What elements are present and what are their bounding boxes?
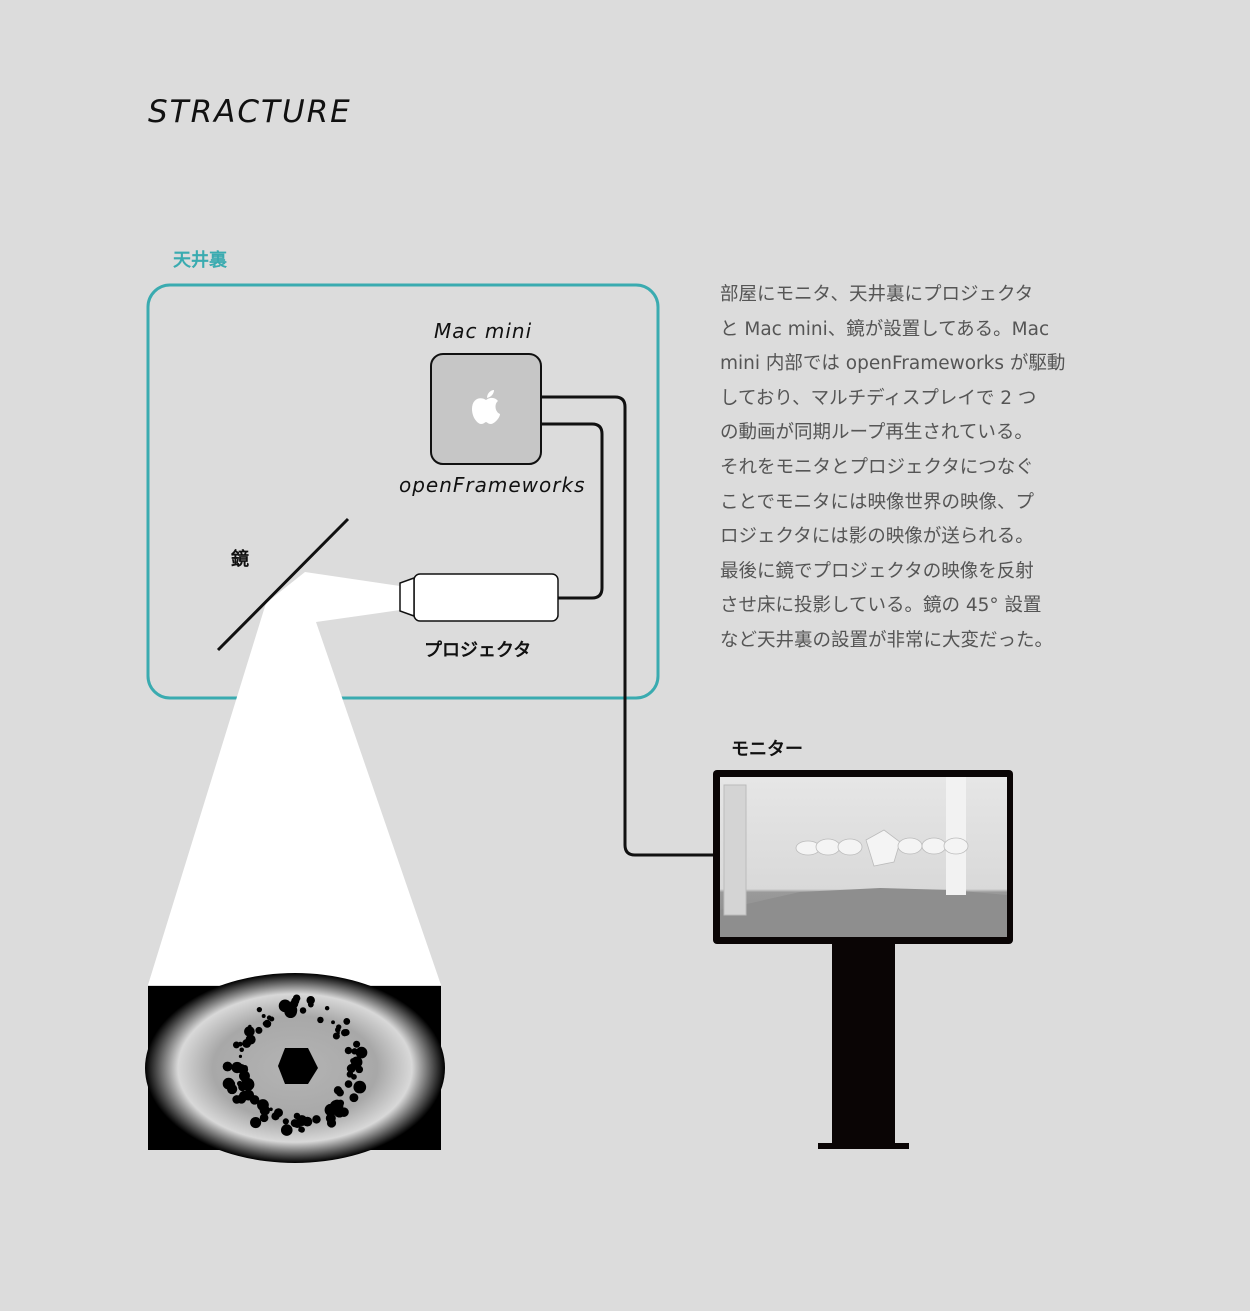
- openframeworks-label: openFrameworks: [399, 473, 586, 497]
- description-line: 最後に鏡でプロジェクタの映像を反射: [720, 560, 1034, 582]
- shadow-dot: [222, 1061, 233, 1072]
- shadow-dot: [236, 1064, 247, 1074]
- shadow-dot: [331, 1020, 335, 1025]
- page-title: STRACTURE: [148, 94, 352, 130]
- shadow-dot: [306, 996, 315, 1005]
- description-line: と Mac mini、鏡が設置してある。Mac: [720, 318, 1050, 340]
- description-line: など天井裏の設置が非常に大変だった。: [720, 629, 1054, 651]
- floating-sculpture: [795, 829, 969, 867]
- shadow-dot: [312, 1115, 321, 1124]
- shadow-dot: [280, 1124, 293, 1136]
- mirror: [216, 517, 350, 652]
- shadow-dot: [317, 1016, 324, 1024]
- shadow-dot: [324, 1103, 337, 1117]
- description-line: ことでモニタには映像世界の映像、プ: [720, 491, 1034, 513]
- shadow-dot: [242, 1039, 252, 1048]
- shadow-dot: [256, 1006, 263, 1013]
- shadow-dot: [227, 1083, 238, 1095]
- shadow-dot: [351, 1048, 358, 1055]
- apple-icon: [472, 390, 500, 424]
- shadow-dot: [355, 1046, 368, 1059]
- mac-mini-label: Mac mini: [434, 319, 533, 343]
- shadow-dot: [351, 1073, 357, 1080]
- shadow-dot: [238, 1054, 243, 1059]
- shadow-dot: [259, 1113, 269, 1123]
- shadow-dot: [344, 1046, 353, 1055]
- shadow-dot: [353, 1040, 361, 1048]
- shadow-dot: [232, 1041, 240, 1049]
- shadow-dot: [351, 1095, 358, 1102]
- shadow-dot: [239, 1047, 244, 1053]
- hexagon-shadow: [278, 1048, 318, 1084]
- shadow-dot: [324, 1005, 330, 1011]
- description-line: しており、マルチディスプレイで 2 つ: [720, 387, 1037, 409]
- monitor-stand: [832, 940, 895, 1145]
- description: 部屋にモニタ、天井裏にプロジェクタ と Mac mini、鏡が設置してある。Ma…: [720, 278, 1065, 659]
- shadow-dot: [232, 1095, 242, 1104]
- shadow-dot: [292, 994, 301, 1002]
- shadow-dot: [288, 1002, 297, 1011]
- description-line: 部屋にモニタ、天井裏にプロジェクタ: [720, 284, 1034, 305]
- shadow-dot: [250, 1116, 262, 1129]
- ceiling-label: 天井裏: [173, 250, 227, 271]
- shadow-dots: [222, 994, 368, 1136]
- description-line: ロジェクタには影の映像が送られる。: [720, 526, 1034, 548]
- projector-lens: [399, 576, 415, 618]
- description-line: mini 内部では openFrameworks が駆動: [720, 353, 1066, 375]
- shadow-dot: [335, 1027, 341, 1033]
- shadow-dot: [269, 1107, 273, 1112]
- shadow-dot: [269, 1016, 275, 1022]
- shadow-dot: [299, 1007, 307, 1014]
- shadow-dot: [326, 1118, 337, 1128]
- shadow-dot: [354, 1065, 359, 1070]
- light-beam: [148, 572, 441, 985]
- shadow-dot: [271, 1112, 280, 1121]
- description-line: の動画が同期ループ再生されている。: [720, 422, 1033, 444]
- projector: [413, 573, 559, 622]
- monitor-base: [818, 1143, 909, 1149]
- shadow-dot: [249, 1095, 260, 1105]
- shadow-dot: [238, 1090, 250, 1101]
- mirror-label: 鏡: [231, 549, 249, 570]
- shadow-dot: [353, 1080, 367, 1094]
- shadow-dot: [302, 1120, 307, 1124]
- shadow-dot: [255, 1026, 263, 1034]
- shadow-dot: [261, 1014, 266, 1018]
- shadow-dot: [248, 1024, 252, 1029]
- description-line: それをモニタとプロジェクタにつなぐ: [720, 456, 1034, 478]
- shadow-dot: [307, 1001, 314, 1008]
- description-line: させ床に投影している。鏡の 45° 設置: [720, 595, 1042, 617]
- shadow-dot: [262, 1020, 268, 1027]
- shadow-dot: [298, 1126, 305, 1133]
- ceiling-box: [146, 283, 660, 700]
- shadow-dot: [290, 1119, 299, 1128]
- shadow-dot: [278, 999, 292, 1013]
- shadow-dot: [343, 1018, 351, 1025]
- shadow-dot: [332, 1032, 340, 1040]
- monitor-label: モニター: [731, 739, 803, 760]
- shadow-dot: [344, 1080, 353, 1088]
- cable-monitor: [541, 395, 714, 857]
- shadow-dot: [338, 1091, 343, 1096]
- shadow-dot: [282, 1118, 289, 1125]
- shadow-dot: [342, 1028, 350, 1036]
- cable-projector: [541, 422, 604, 600]
- shadow-dot: [249, 1027, 254, 1032]
- shadow-dot: [240, 1074, 249, 1083]
- projector-label: プロジェクタ: [424, 640, 532, 661]
- shadow-dot: [259, 1105, 270, 1116]
- shadow-dot: [293, 1112, 301, 1120]
